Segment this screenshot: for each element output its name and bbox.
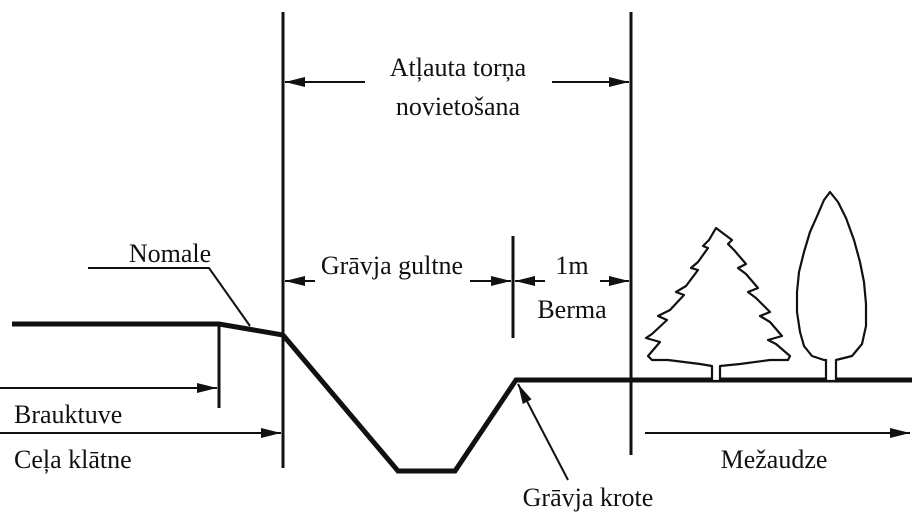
ditch-edge-label: Grāvja krote bbox=[523, 483, 654, 512]
deciduous-tree-icon bbox=[795, 190, 868, 383]
spruce-tree-icon bbox=[644, 226, 792, 383]
one-meter-label: 1m bbox=[555, 251, 588, 280]
carriageway-label: Brauktuve bbox=[14, 400, 122, 429]
arrow-icon bbox=[517, 383, 569, 481]
berm-label: Berma bbox=[537, 295, 607, 324]
road-width-label: Ceļa klātne bbox=[14, 445, 132, 474]
nomale-leader-line bbox=[88, 267, 251, 327]
forest-stand-label: Mežaudze bbox=[721, 445, 828, 474]
nomale-label: Nomale bbox=[129, 239, 211, 268]
ditch-bed-label: Grāvja gultne bbox=[321, 251, 463, 280]
width-label-line1: Atļauta torņa bbox=[390, 53, 527, 82]
width-label-line2: novietošana bbox=[396, 92, 521, 121]
